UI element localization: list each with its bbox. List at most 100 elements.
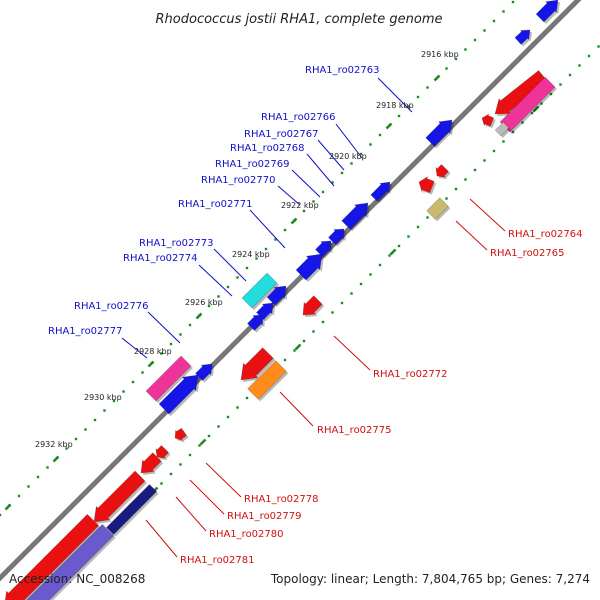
track-dot xyxy=(426,216,429,219)
gene-body xyxy=(315,240,332,257)
gene-arrow-forward xyxy=(328,228,346,247)
gene-arrow-gray xyxy=(494,121,511,138)
gene-features xyxy=(4,0,560,600)
track-dot xyxy=(312,330,315,333)
gene-label-forward[interactable]: RHA1_ro02766 xyxy=(261,112,336,123)
leader-line-reverse xyxy=(189,479,225,515)
gene-arrow-reverse xyxy=(140,452,164,475)
tick-mark xyxy=(389,248,397,256)
track-dot xyxy=(302,339,306,343)
gene-arrow-orange xyxy=(247,360,289,402)
tick-mark xyxy=(52,455,60,463)
gene-arrow-reverse xyxy=(4,513,101,600)
gene-label-forward[interactable]: RHA1_ro02767 xyxy=(244,129,319,140)
track-dot xyxy=(483,29,486,32)
tick-mark xyxy=(532,105,540,113)
track-dot xyxy=(502,140,505,143)
tick-mark xyxy=(147,360,155,368)
track-dot xyxy=(198,444,201,447)
gene-label-reverse[interactable]: RHA1_ro02780 xyxy=(209,529,284,540)
track-dot xyxy=(103,409,106,412)
leader-line-forward xyxy=(147,311,181,344)
track-dot xyxy=(321,320,325,324)
gene-body xyxy=(266,285,287,306)
gene-body xyxy=(425,119,453,147)
gene-arrow-magenta xyxy=(145,355,193,403)
track-dot xyxy=(27,485,30,488)
gene-arrow-forward xyxy=(425,119,454,149)
track-dot xyxy=(122,390,125,393)
track-dot xyxy=(407,235,410,238)
gene-arrow-reverse xyxy=(93,470,147,524)
gene-arrow-reverse xyxy=(174,427,189,443)
track-dot xyxy=(179,333,182,336)
tick-label: 2922 kbp xyxy=(281,201,319,210)
gene-label-forward[interactable]: RHA1_ro02773 xyxy=(139,238,214,249)
gene-label-forward[interactable]: RHA1_ro02769 xyxy=(215,159,290,170)
leader-line-reverse xyxy=(175,496,207,532)
track-dot xyxy=(340,301,344,305)
track-dot xyxy=(369,143,372,146)
gene-body xyxy=(494,121,510,137)
gene-body xyxy=(145,355,192,402)
track-dot xyxy=(255,257,258,260)
gene-label-reverse[interactable]: RHA1_ro02778 xyxy=(244,494,319,505)
gene-label-reverse[interactable]: RHA1_ro02779 xyxy=(227,511,302,522)
track-dot xyxy=(587,54,591,58)
tick-label: 2916 kbp xyxy=(421,50,459,59)
gene-label-forward[interactable]: RHA1_ro02768 xyxy=(230,143,305,154)
gene-body xyxy=(499,76,556,133)
gene-body xyxy=(26,523,115,600)
gene-label-reverse[interactable]: RHA1_ro02765 xyxy=(490,248,565,259)
gene-label-forward[interactable]: RHA1_ro02776 xyxy=(74,301,149,312)
gene-label-reverse[interactable]: RHA1_ro02772 xyxy=(373,369,448,380)
gene-label-reverse[interactable]: RHA1_ro02781 xyxy=(180,555,255,566)
leader-line-forward xyxy=(213,248,247,282)
track-dot xyxy=(264,247,268,251)
track-dot xyxy=(179,463,182,466)
gene-body xyxy=(155,445,169,459)
track-dot xyxy=(464,48,467,51)
track-dot xyxy=(397,244,401,248)
track-dot xyxy=(245,266,249,270)
gene-body xyxy=(93,470,146,523)
track-dot xyxy=(112,399,116,403)
tick-mark xyxy=(195,312,203,320)
track-dot xyxy=(454,187,458,191)
gene-label-forward[interactable]: RHA1_ro02777 xyxy=(48,326,123,337)
gene-label-reverse[interactable]: RHA1_ro02764 xyxy=(508,229,583,240)
gene-arrow-slate xyxy=(26,523,116,600)
track-dot xyxy=(283,228,287,232)
gene-label-forward[interactable]: RHA1_ro02771 xyxy=(178,199,253,210)
track-dot xyxy=(217,425,220,428)
gene-label-forward[interactable]: RHA1_ro02774 xyxy=(123,253,198,264)
track-dot xyxy=(141,371,144,374)
track-dot xyxy=(331,311,334,314)
track-dot xyxy=(416,95,420,99)
gene-arrow-forward xyxy=(295,253,324,282)
gene-body xyxy=(158,374,199,415)
track-dot xyxy=(378,263,382,267)
gene-arrow-navy xyxy=(106,484,159,537)
track-dot xyxy=(340,171,344,175)
track-dot xyxy=(169,342,173,346)
track-dot xyxy=(236,406,239,409)
gene-label-forward[interactable]: RHA1_ro02763 xyxy=(305,65,380,76)
track-dot xyxy=(359,152,363,156)
track-dot xyxy=(473,168,477,172)
gene-arrow-forward xyxy=(535,0,560,24)
gene-label-forward[interactable]: RHA1_ro02770 xyxy=(201,175,276,186)
gene-label-reverse[interactable]: RHA1_ro02775 xyxy=(317,425,392,436)
gene-arrow-forward xyxy=(514,29,532,47)
gene-arrow-reverse xyxy=(155,445,171,461)
tick-label: 2930 kbp xyxy=(84,393,122,402)
track-dot xyxy=(388,254,391,257)
leader-line-forward xyxy=(291,169,321,198)
track-dot xyxy=(160,352,163,355)
gene-arrow-magenta xyxy=(499,76,557,134)
gene-arrow-forward xyxy=(256,302,275,322)
gene-arrow-forward xyxy=(370,181,392,204)
track-dot xyxy=(331,181,334,184)
track-dot xyxy=(407,105,410,108)
track-dot xyxy=(65,447,68,450)
